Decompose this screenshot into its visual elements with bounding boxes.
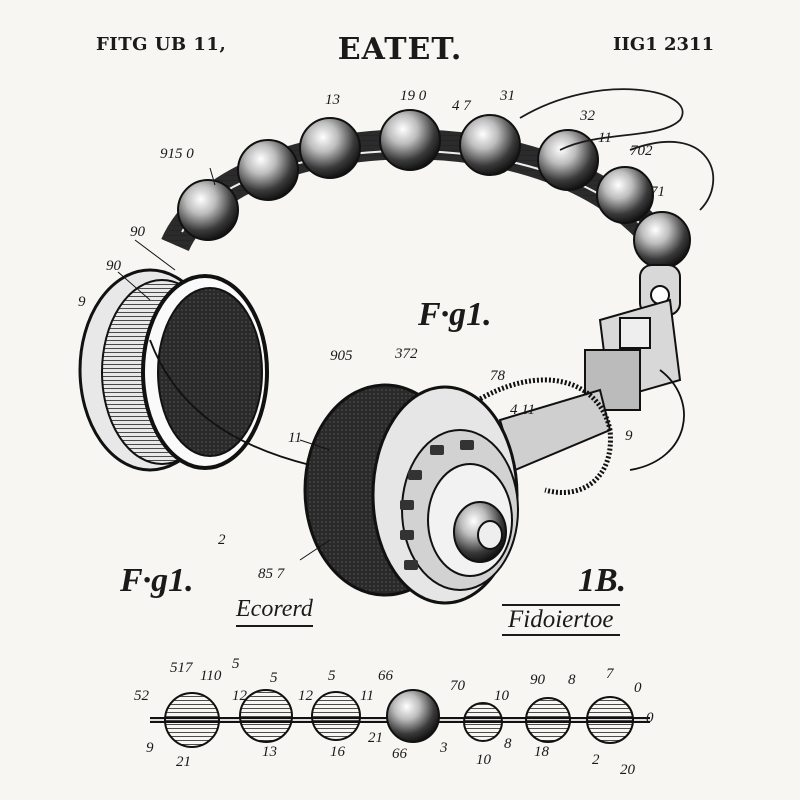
right-ear-cup xyxy=(303,383,519,605)
callout-number: 0 xyxy=(646,710,654,726)
callout-number: 32 xyxy=(579,108,596,124)
signature-right: Fidoiertoe xyxy=(502,604,620,636)
callout-number: 4 7 xyxy=(452,98,472,114)
callout-number: 372 xyxy=(394,346,418,362)
callout-number: 915 0 xyxy=(160,146,194,162)
callout-number: 78 xyxy=(490,368,506,384)
wire xyxy=(149,339,311,466)
callout-number: 12 xyxy=(298,688,314,704)
callout-number: 10 xyxy=(476,752,492,768)
callout-number: 71 xyxy=(650,184,665,200)
figure-label-left: F·g1. xyxy=(120,562,194,599)
callout-number: 8 xyxy=(568,672,576,688)
callout-number: 90 xyxy=(106,258,122,274)
callout-number: 11 xyxy=(288,430,302,446)
callout-number: 13 xyxy=(262,744,277,760)
headband-beads xyxy=(177,109,691,269)
callout-numbers: 13 19 0 4 7 31 32 11 702 71 915 0 90 90 … xyxy=(78,88,665,778)
signature-left: Ecorerd xyxy=(236,596,313,627)
callout-number: 5 xyxy=(328,668,336,684)
callout-number: 702 xyxy=(630,143,653,159)
callout-number: 31 xyxy=(499,88,515,104)
patent-title: EATET. xyxy=(337,32,463,67)
callout-number: 16 xyxy=(330,744,346,760)
callout-number: 2 xyxy=(218,532,226,548)
callout-number: 20 xyxy=(620,762,636,778)
callout-number: 70 xyxy=(450,678,466,694)
callout-number: 3 xyxy=(439,740,448,756)
figure-label-right: 1B. xyxy=(578,562,627,599)
callout-number: 10 xyxy=(494,688,510,704)
callout-number: 21 xyxy=(368,730,383,746)
top-cable xyxy=(519,88,684,151)
leader-lines xyxy=(117,167,331,561)
callout-number: 12 xyxy=(232,688,248,704)
callout-number: 4 11 xyxy=(510,402,535,418)
callout-number: 5 xyxy=(232,656,240,672)
patent-number-right: IIG1 2311 xyxy=(613,34,715,55)
patent-number-left: FITG UB 11, xyxy=(96,34,227,55)
figure-label-main: F·g1. xyxy=(418,296,492,333)
coiled-cable xyxy=(468,377,613,495)
callout-number: 85 7 xyxy=(258,566,286,582)
callout-number: 8 xyxy=(504,736,512,752)
left-ear-cup xyxy=(78,268,269,472)
callout-number: 18 xyxy=(534,744,550,760)
callout-number: 90 xyxy=(530,672,546,688)
callout-number: 5 xyxy=(270,670,278,686)
callout-number: 110 xyxy=(200,668,222,684)
callout-number: 19 0 xyxy=(400,88,427,104)
callout-number: 52 xyxy=(134,688,150,704)
callout-number: 7 xyxy=(606,666,615,682)
callout-number: 9 xyxy=(146,740,154,756)
callout-number: 66 xyxy=(378,668,394,684)
right-hinge xyxy=(498,264,682,472)
callout-number: 9 xyxy=(625,428,633,444)
callout-number: 90 xyxy=(130,224,146,240)
callout-number: 2 xyxy=(592,752,600,768)
callout-number: 0 xyxy=(634,680,642,696)
callout-number: 13 xyxy=(325,92,340,108)
callout-number: 905 xyxy=(330,348,353,364)
callout-number: 66 xyxy=(392,746,408,762)
callout-number: 21 xyxy=(176,754,191,770)
bottom-bead-row xyxy=(150,689,650,748)
callout-number: 9 xyxy=(78,294,86,310)
callout-number: 517 xyxy=(170,660,194,676)
callout-number: 11 xyxy=(598,130,612,146)
callout-number: 11 xyxy=(360,688,374,704)
